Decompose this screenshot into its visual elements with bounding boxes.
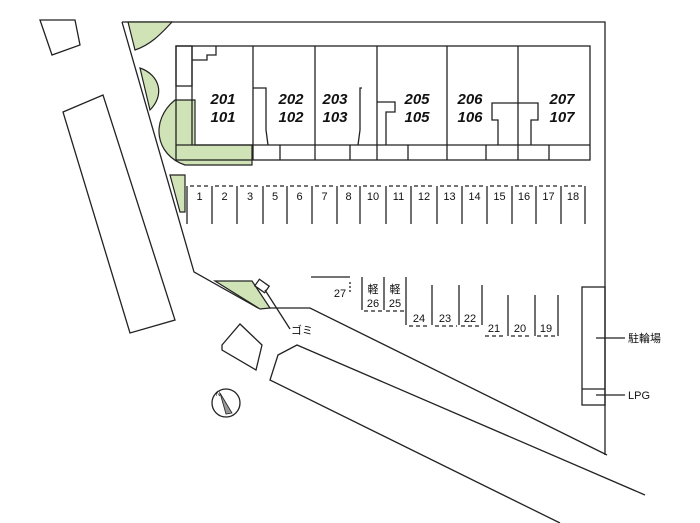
- parking-space-7: 7: [321, 191, 327, 203]
- parking-space-11: 11: [393, 191, 404, 203]
- north-arrow-icon: N: [211, 388, 241, 418]
- unit-lower-103: 103: [322, 109, 348, 126]
- apartment-building: [175, 45, 591, 161]
- parking-space-15: 15: [493, 191, 505, 203]
- unit-upper-201: 201: [209, 91, 235, 108]
- parking-space-13: 13: [443, 191, 455, 203]
- parking-space-23: 23: [439, 313, 451, 325]
- small-structure: [221, 323, 263, 372]
- parking-space-6: 6: [296, 191, 302, 203]
- parking-space-22: 22: [464, 313, 476, 325]
- parking-space-3: 3: [247, 191, 253, 203]
- parking-space-10: 10: [367, 191, 379, 203]
- bicycle-parking: [581, 286, 606, 406]
- leader-line: [264, 289, 291, 330]
- green-area: [139, 67, 160, 112]
- green-area: [169, 174, 186, 213]
- parking-space-21: 21: [488, 323, 500, 335]
- unit-upper-207: 207: [548, 91, 575, 108]
- parking-space-26: 26: [367, 298, 379, 310]
- parking-space-24: 24: [413, 313, 425, 325]
- site-boundary-lower: [121, 21, 608, 456]
- parking-space-5: 5: [272, 191, 278, 203]
- unit-lower-101: 101: [210, 109, 235, 126]
- garbage-station: [253, 278, 271, 294]
- unit-lower-105: 105: [404, 109, 430, 126]
- unit-upper-205: 205: [403, 91, 430, 108]
- parking-space-16: 16: [518, 191, 530, 203]
- parking-space-17: 17: [542, 191, 554, 203]
- svg-text:N: N: [216, 392, 220, 398]
- kei-label-25: 軽: [390, 283, 401, 296]
- lower-parking: 27 軽 26 軽 25 24 23 22 21 20 19: [311, 276, 559, 337]
- parking-space-1: 1: [196, 191, 202, 203]
- parking-space-25: 25: [389, 298, 401, 310]
- green-area: [127, 21, 174, 51]
- road-segment-bottom: [269, 344, 646, 523]
- green-area: [158, 99, 253, 166]
- kei-label-26: 軽: [368, 283, 379, 296]
- road-segment-top: [39, 19, 81, 56]
- unit-lower-102: 102: [278, 109, 304, 126]
- unit-lower-106: 106: [457, 109, 483, 126]
- unit-upper-203: 203: [321, 91, 348, 108]
- unit-upper-206: 206: [456, 91, 483, 108]
- garbage-label: ゴミ: [291, 323, 313, 337]
- unit-upper-202: 202: [277, 91, 304, 108]
- green-area: [212, 280, 272, 310]
- parking-space-27: 27: [334, 288, 346, 300]
- parking-space-18: 18: [567, 191, 579, 203]
- parking-space-8: 8: [345, 191, 351, 203]
- unit-lower-107: 107: [549, 109, 575, 126]
- parking-space-2: 2: [221, 191, 227, 203]
- site-boundary: [122, 21, 606, 455]
- bicycle-parking-label: 駐輪場: [628, 331, 661, 345]
- parking-space-12: 12: [418, 191, 430, 203]
- parking-space-20: 20: [514, 323, 526, 335]
- road-segment-left: [62, 94, 176, 334]
- parking-space-14: 14: [468, 191, 480, 203]
- parking-space-19: 19: [540, 323, 552, 335]
- lpg-label: LPG: [628, 390, 650, 402]
